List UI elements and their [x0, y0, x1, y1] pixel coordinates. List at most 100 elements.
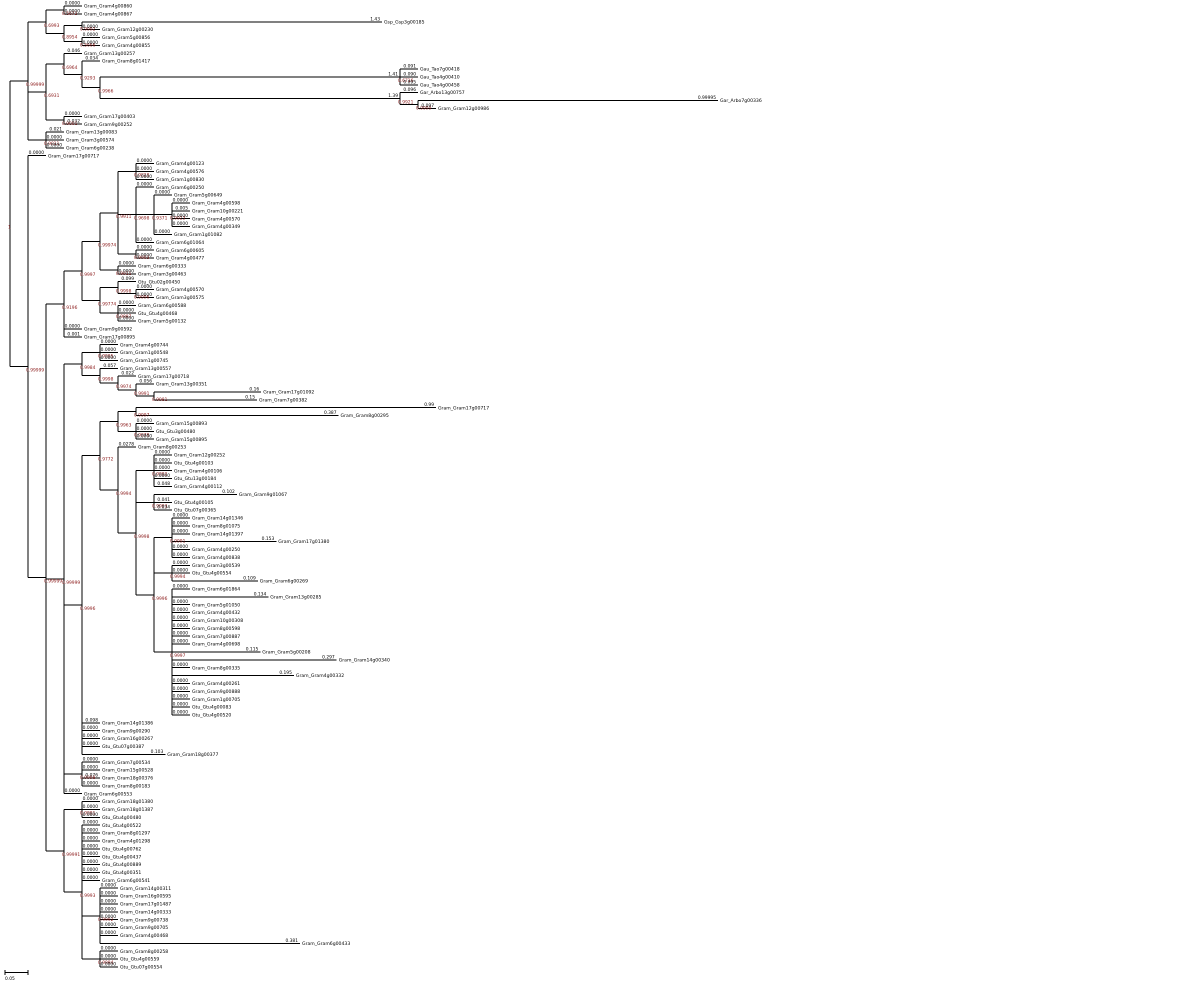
leaf-label: Gram_Gram6g00553 — [84, 791, 132, 797]
leaf-label: Gram_Gram14g00311 — [120, 886, 171, 892]
support-value: 0.9997 — [116, 314, 132, 320]
leaf-label: Gtu_Gtu02g00450 — [138, 279, 180, 285]
leaf-label: Gram_Gram17g00717 — [438, 405, 489, 411]
leaf-label: Gram_Gram6g01064 — [156, 240, 204, 246]
leaf-label: Gram_Gram16g00267 — [102, 736, 153, 742]
leaf-label: Gram_Gram10g00221 — [192, 208, 243, 214]
support-value: 0.9994 — [116, 491, 132, 497]
support-value: 0.9996 — [134, 295, 150, 301]
leaf-label: Gram_Gram4g00123 — [156, 161, 204, 167]
support-value: 0.9991 — [80, 810, 96, 816]
support-value: 0.9991 — [170, 539, 186, 545]
branch-length: 0.0000 — [29, 150, 45, 156]
leaf-label: Gram_Gram4g00576 — [156, 169, 204, 175]
leaf-label: Gram_Gram9g00252 — [84, 122, 132, 128]
branch-length: 0.076 — [85, 772, 98, 778]
leaf-label: Gtu_Gtu07g00365 — [174, 508, 216, 514]
branch-length: 0.0000 — [137, 245, 153, 251]
branch-length: 0.098 — [85, 717, 98, 723]
branch-length: 0.005 — [175, 205, 188, 211]
leaf-label: Gram_Gram7g00534 — [102, 760, 150, 766]
branch-length: 0.090 — [403, 71, 416, 77]
leaf-label: Gram_Gram15g00895 — [156, 437, 207, 443]
leaf-label: Gtu_Gtu4g00522 — [102, 823, 141, 829]
branch-length: 0.115 — [246, 646, 259, 652]
leaf-label: Gram_Gram18g01387 — [102, 807, 153, 813]
support-value: 0.9996 — [152, 596, 168, 602]
branch-length: 0.0000 — [173, 639, 189, 645]
leaf-label: Gram_Gram7g00382 — [259, 397, 307, 403]
leaf-label: Gram_Gram3g00574 — [66, 138, 114, 144]
support-value: 0.9828 — [134, 172, 150, 178]
branch-length: 0.0000 — [119, 308, 135, 314]
support-value: 0.9993 — [80, 893, 96, 899]
branch-length: 0.0000 — [83, 820, 99, 826]
branch-length: 0.0000 — [173, 702, 189, 708]
support-value: 0.9998 — [80, 775, 96, 781]
leaf-label: Gram_Gram13g00285 — [270, 594, 321, 600]
support-value: 0.9998 — [116, 289, 132, 295]
leaf-label: Gram_Gram1g01082 — [174, 232, 222, 238]
leaf-label: Gram_Gram5g00208 — [262, 650, 310, 656]
branch-length: 0.0000 — [101, 355, 117, 361]
leaf-label: Gar_Arbo7g00336 — [720, 98, 762, 104]
branch-length: 0.0000 — [101, 962, 117, 968]
tree-branches — [9, 5, 718, 968]
support-value: 0.99999 — [62, 580, 80, 586]
branch-length: 0.0000 — [101, 883, 117, 889]
leaf-label: Gtu_Gtu4g00554 — [192, 571, 231, 577]
branch-length: 0.096 — [403, 87, 416, 93]
branch-length: 0.0000 — [101, 954, 117, 960]
branch-length: 0.0000 — [101, 946, 117, 952]
leaf-label: Gram_Gram3g00539 — [192, 563, 240, 569]
leaf-label: Gram_Gram9g00592 — [84, 327, 132, 333]
branch-length: 0.0000 — [83, 867, 99, 873]
leaf-label: Gram_Gram5g00132 — [138, 319, 186, 325]
branch-length: 0.056 — [139, 379, 152, 385]
leaf-label: Gram_Gram1g00705 — [192, 697, 240, 703]
leaf-label: Gram_Gram17g01380 — [278, 539, 329, 545]
leaf-label: Gram_Gram13g00083 — [66, 130, 117, 136]
support-value: 1 — [8, 225, 11, 231]
leaf-label: Gram_Gram5g01050 — [192, 602, 240, 608]
support-value: 0.9993 — [152, 503, 168, 509]
support-value: 0.99991 — [62, 852, 80, 858]
branch-length: 0.0000 — [173, 221, 189, 227]
branch-length: 0.15 — [245, 394, 255, 400]
leaf-label: Gram_Gram1g00548 — [120, 350, 168, 356]
support-value: 0.9998 — [134, 534, 150, 540]
support-value: 0.6964 — [62, 65, 78, 71]
leaf-label: Gram_Gram8g00253 — [138, 445, 186, 451]
branch-length: 0.0000 — [83, 757, 99, 763]
leaf-label: Gram_Gram12g00252 — [174, 453, 225, 459]
leaf-label: Gau_Tao4g00410 — [420, 74, 460, 80]
support-value: 0.99999 — [44, 578, 62, 584]
leaf-label: Gram_Gram6g01864 — [192, 587, 240, 593]
scale-bar: 0.05 — [4, 970, 29, 982]
branch-length: 0.0000 — [137, 284, 153, 290]
leaf-label: Gram_Gram8g00258 — [120, 949, 168, 955]
leaf-label: Gram_Gram18g01380 — [102, 799, 153, 805]
leaf-label: Gram_Gram4g00432 — [192, 610, 240, 616]
support-value: 0.9978 — [134, 432, 150, 438]
support-value: 0.8954 — [62, 35, 78, 41]
branch-length: 0.0000 — [83, 741, 99, 747]
branch-length: 0.034 — [157, 505, 170, 511]
branch-length: 0.0000 — [173, 197, 189, 203]
leaf-label: Gram_Gram15g00528 — [102, 768, 153, 774]
leaf-label: Gram_Gram9g00738 — [120, 917, 168, 923]
leaf-label: Gtu_Gtu4g00559 — [120, 957, 159, 963]
branch-length: 1.41 — [388, 71, 398, 77]
leaf-label: Gram_Gram17g00717 — [48, 153, 99, 159]
leaf-label: Gtu_Gtu13g00184 — [174, 476, 216, 482]
branch-length: 0.0000 — [173, 520, 189, 526]
leaf-label: Gram_Gram14g01346 — [192, 516, 243, 522]
support-value: 0.5672 — [62, 11, 78, 17]
leaf-label: Gram_Gram15g00893 — [156, 421, 207, 427]
leaf-label: Gram_Gram3g00575 — [156, 295, 204, 301]
branch-length: 0.0000 — [101, 914, 117, 920]
leaf-label: Gram_Gram4g00261 — [192, 681, 240, 687]
branch-length: 0.0000 — [173, 623, 189, 629]
branch-length: 0.046 — [67, 48, 80, 54]
branch-length: 0.0000 — [137, 182, 153, 188]
